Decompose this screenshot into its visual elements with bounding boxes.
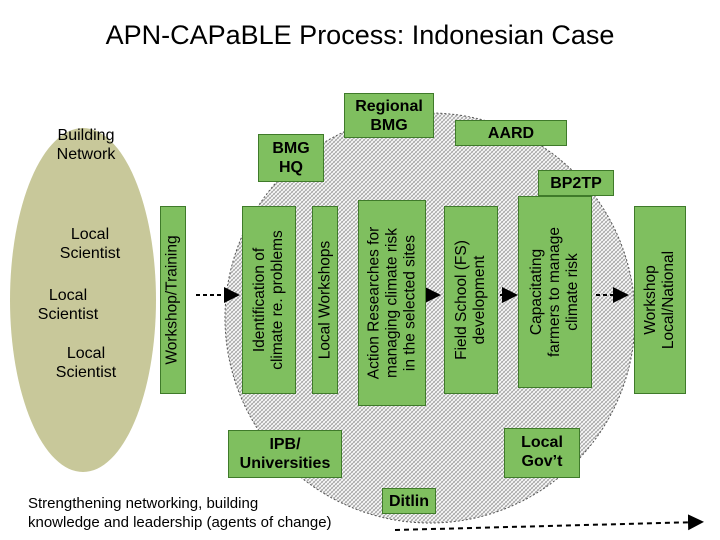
local-scientist-1: Local Scientist — [59, 226, 121, 262]
workshop-local-national-label: Workshop Local/National — [642, 250, 678, 350]
workshop-local-national-box: Workshop Local/National — [634, 206, 686, 394]
page-title: APN-CAPaBLE Process: Indonesian Case — [105, 20, 615, 50]
action-research-box: Action Researches for managing climate r… — [358, 200, 426, 406]
building-network-label: Building Network — [56, 127, 116, 163]
capacitating-box: Capacitating farmers to manage climate r… — [518, 196, 592, 388]
local-scientist-2: Local Scientist — [37, 287, 99, 323]
ipb-universities-box: IPB/ Universities — [228, 430, 342, 478]
local-workshops-box: Local Workshops — [312, 206, 338, 394]
footer-caption: Strengthening networking, building knowl… — [28, 495, 332, 531]
bmg-hq-box: BMG HQ — [258, 134, 324, 182]
ditlin-box: Ditlin — [382, 488, 436, 514]
aard-box: AARD — [455, 120, 567, 146]
bp2tp-box: BP2TP — [538, 170, 614, 196]
identification-box: Identification of climate re. problems — [242, 206, 296, 394]
network-ellipse — [10, 128, 156, 472]
identification-label: Identification of climate re. problems — [251, 230, 287, 370]
field-school-label: Field School (FS) development — [453, 240, 489, 360]
action-research-label: Action Researches for managing climate r… — [365, 226, 418, 380]
workshop-training-label: Workshop/Training — [164, 235, 182, 365]
local-scientist-3: Local Scientist — [55, 345, 117, 381]
local-workshops-label: Local Workshops — [316, 240, 334, 360]
field-school-box: Field School (FS) development — [444, 206, 498, 394]
regional-bmg-box: Regional BMG — [344, 93, 434, 138]
footer-arrow — [394, 514, 704, 531]
workshop-training-box: Workshop/Training — [160, 206, 186, 394]
capacitating-label: Capacitating farmers to manage climate r… — [528, 226, 581, 358]
local-govt-box: Local Gov’t — [504, 428, 580, 478]
